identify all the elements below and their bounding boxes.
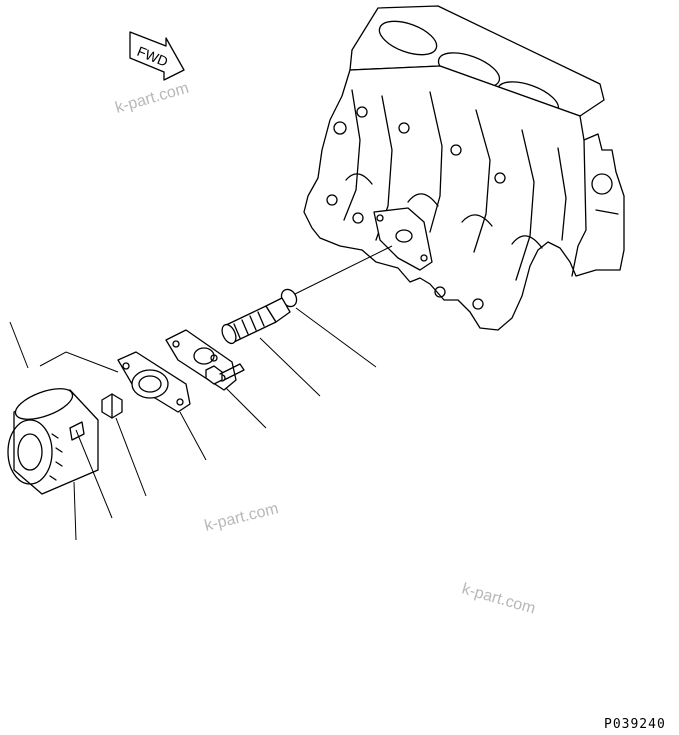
filter-head xyxy=(117,351,207,461)
o-ring xyxy=(280,245,393,368)
cylinder-block xyxy=(303,5,625,331)
fwd-marker: FWD xyxy=(129,31,185,81)
watermark-text: k-part.com xyxy=(113,80,190,117)
watermark-text: k-part.com xyxy=(460,581,537,618)
forward-arrow-icon xyxy=(129,31,185,81)
drawing-code: P039240 xyxy=(604,717,666,732)
connector-nut xyxy=(101,393,147,497)
relief-valve xyxy=(221,297,321,397)
watermark-text: k-part.com xyxy=(203,500,280,535)
bolt xyxy=(9,321,245,385)
oil-filter xyxy=(7,388,113,541)
